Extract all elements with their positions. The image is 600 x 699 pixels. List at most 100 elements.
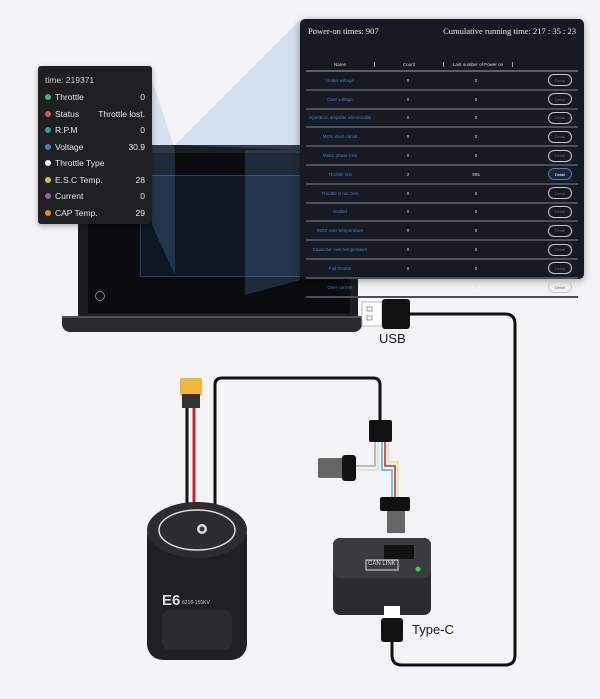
fault-count: 0 xyxy=(406,247,410,253)
type-c-plug-body xyxy=(381,618,403,642)
telemetry-value: Throttle lost. xyxy=(98,108,145,119)
type-c-plug-metal xyxy=(384,606,400,620)
fault-row: Throttle is not zero 0 0 Detail xyxy=(306,185,578,204)
usb-pin-hole xyxy=(366,315,373,321)
detail-button[interactable]: Detail xyxy=(548,93,572,106)
telemetry-row: Throttle Type xyxy=(38,155,152,172)
column-header-last-power-on: Last number of Power on xyxy=(444,61,513,67)
fault-count: 0 xyxy=(406,228,410,234)
fault-name: Capacitor over temperature xyxy=(312,247,368,253)
fault-last-power-on: 0 xyxy=(474,284,478,290)
fault-name: Throttle lost xyxy=(328,171,352,177)
telemetry-row: E.S.C Temp.28 xyxy=(38,172,152,189)
status-dot-icon xyxy=(45,193,51,200)
detail-button[interactable]: Detail xyxy=(548,111,572,124)
telemetry-value: 0 xyxy=(140,92,145,103)
telemetry-time: time: 219371 xyxy=(45,75,95,85)
status-dot-icon xyxy=(45,94,51,101)
servo-plug-body xyxy=(342,455,356,481)
fault-last-power-on: 0 xyxy=(474,77,478,83)
fault-name: MOS over-temperature xyxy=(316,228,363,234)
can-link-plug-pins xyxy=(387,511,405,533)
column-header-count: Count xyxy=(375,61,444,67)
type-c-label: Type-C xyxy=(412,622,454,637)
detail-button[interactable]: Detail xyxy=(548,262,572,275)
can-link-plug-body xyxy=(380,497,410,511)
fault-last-power-on: 0 xyxy=(474,247,478,253)
fault-last-power-on: 0 xyxy=(474,96,478,102)
fault-count: 0 xyxy=(406,77,410,83)
telemetry-label: CAP Temp. xyxy=(55,207,98,218)
cumulative-running-time: Cumulative running time: 217 : 35 : 23 xyxy=(443,26,576,36)
status-dot-icon xyxy=(45,127,51,134)
telemetry-label: Current xyxy=(55,191,84,202)
fault-name: Throttle is not zero xyxy=(321,190,359,196)
telemetry-row: R.P.M 0 xyxy=(38,122,152,139)
usb-to-typec-cable xyxy=(390,312,517,667)
telemetry-label: Throttle xyxy=(55,92,84,103)
motor-spec: 6218-155KV xyxy=(182,600,210,606)
fault-row: Capacitor over temperature 0 0 Detail xyxy=(306,241,578,260)
detail-button[interactable]: Detail xyxy=(548,243,572,256)
detail-button[interactable]: Detail xyxy=(548,168,572,181)
detail-button[interactable]: Detail xyxy=(548,187,572,200)
fault-last-power-on: 0 xyxy=(474,209,478,215)
xt-connector-yellow xyxy=(180,378,202,396)
detail-button[interactable]: Detail xyxy=(548,130,572,143)
xt-connector-body xyxy=(182,394,200,408)
status-dot-icon xyxy=(45,209,51,216)
fault-last-power-on: 0 xyxy=(474,190,478,196)
motor-top-ring xyxy=(158,509,236,551)
detail-button[interactable]: Detail xyxy=(548,149,572,162)
telemetry-row: Current 0 xyxy=(38,188,152,205)
fault-name: Under voltage xyxy=(325,77,355,83)
fault-last-power-on: 0 xyxy=(474,134,478,140)
cable-splitter xyxy=(369,420,392,442)
detail-button[interactable]: Detail xyxy=(548,74,572,87)
fault-count: 0 xyxy=(406,190,410,196)
fault-name: Over current xyxy=(327,284,353,290)
usb-label: USB xyxy=(379,331,406,346)
telemetry-label: Voltage xyxy=(55,141,84,152)
fault-last-power-on: 905 xyxy=(472,171,480,177)
detail-button[interactable]: Detail xyxy=(548,205,572,218)
telemetry-value: 0 xyxy=(140,191,145,202)
right-projection-beam-lower xyxy=(245,150,300,295)
fault-row: Under voltage 0 0 Detail xyxy=(306,72,578,91)
power-icon xyxy=(95,291,105,301)
right-projection-beam xyxy=(175,20,300,150)
detail-button[interactable]: Detail xyxy=(548,281,572,294)
detail-button[interactable]: Detail xyxy=(548,224,572,237)
telemetry-label: Throttle Type xyxy=(55,158,105,169)
usb-plug-body xyxy=(382,299,410,329)
power-on-times: Power-on times: 907 xyxy=(308,26,379,36)
fault-count: 0 xyxy=(406,115,410,121)
servo-plug-metal xyxy=(318,458,344,478)
fault-last-power-on: 0 xyxy=(474,115,478,121)
telemetry-label: Status xyxy=(55,108,80,119)
signal-cable xyxy=(213,376,382,520)
fault-name: Over voltage xyxy=(327,96,353,102)
can-link-label-box xyxy=(365,559,399,571)
motor-top xyxy=(147,502,247,558)
fault-count: 0 xyxy=(406,265,410,271)
fault-count: 0 xyxy=(406,153,410,159)
fault-name: MOS short circuit xyxy=(322,134,358,140)
fault-count: 0 xyxy=(406,284,410,290)
telemetry-value: 30.9 xyxy=(128,141,145,152)
status-dot-icon xyxy=(45,160,51,167)
telemetry-label: R.P.M xyxy=(55,125,78,136)
motor-lower-shell xyxy=(162,610,232,650)
fault-name: Full throttle xyxy=(328,265,352,271)
telemetry-value: 0 xyxy=(140,125,145,136)
telemetry-row: Throttle 0 xyxy=(38,89,152,106)
telemetry-label: E.S.C Temp. xyxy=(55,174,103,185)
fault-last-power-on: 0 xyxy=(474,153,478,159)
can-link-label: CAN LINK xyxy=(368,561,396,567)
